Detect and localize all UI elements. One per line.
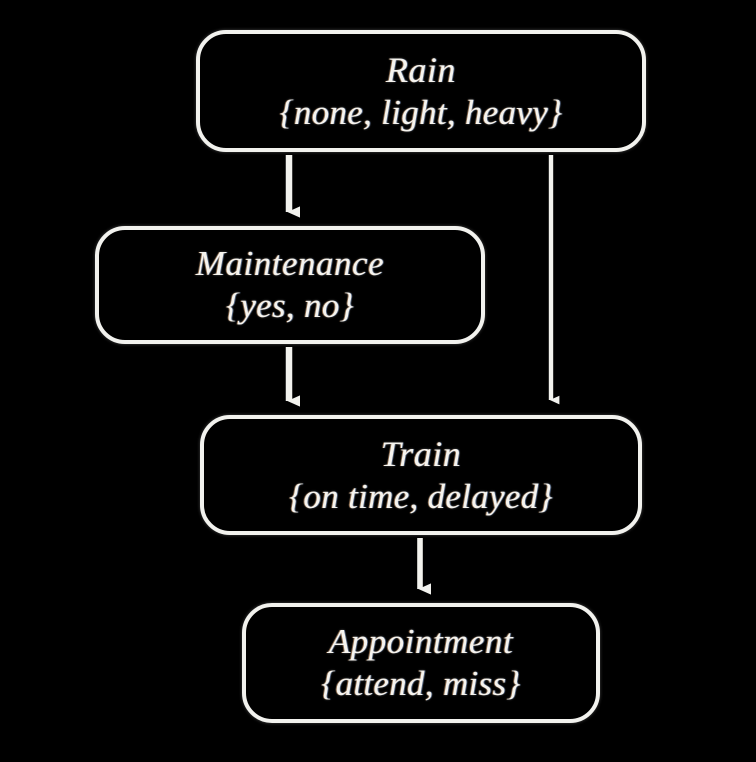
node-maintenance-title: Maintenance: [195, 244, 385, 284]
node-rain-title: Rain: [386, 49, 456, 90]
node-maintenance[interactable]: Maintenance {yes, no}: [95, 226, 485, 344]
node-train-title: Train: [380, 433, 462, 474]
node-maintenance-states: {yes, no}: [226, 286, 354, 325]
node-train[interactable]: Train {on time, delayed}: [200, 415, 642, 535]
node-appointment[interactable]: Appointment {attend, miss}: [242, 603, 600, 723]
node-appointment-title: Appointment: [328, 622, 514, 662]
node-rain[interactable]: Rain {none, light, heavy}: [196, 30, 646, 152]
node-rain-states: {none, light, heavy}: [279, 92, 563, 132]
node-appointment-states: {attend, miss}: [321, 664, 521, 703]
node-train-states: {on time, delayed}: [289, 476, 553, 516]
